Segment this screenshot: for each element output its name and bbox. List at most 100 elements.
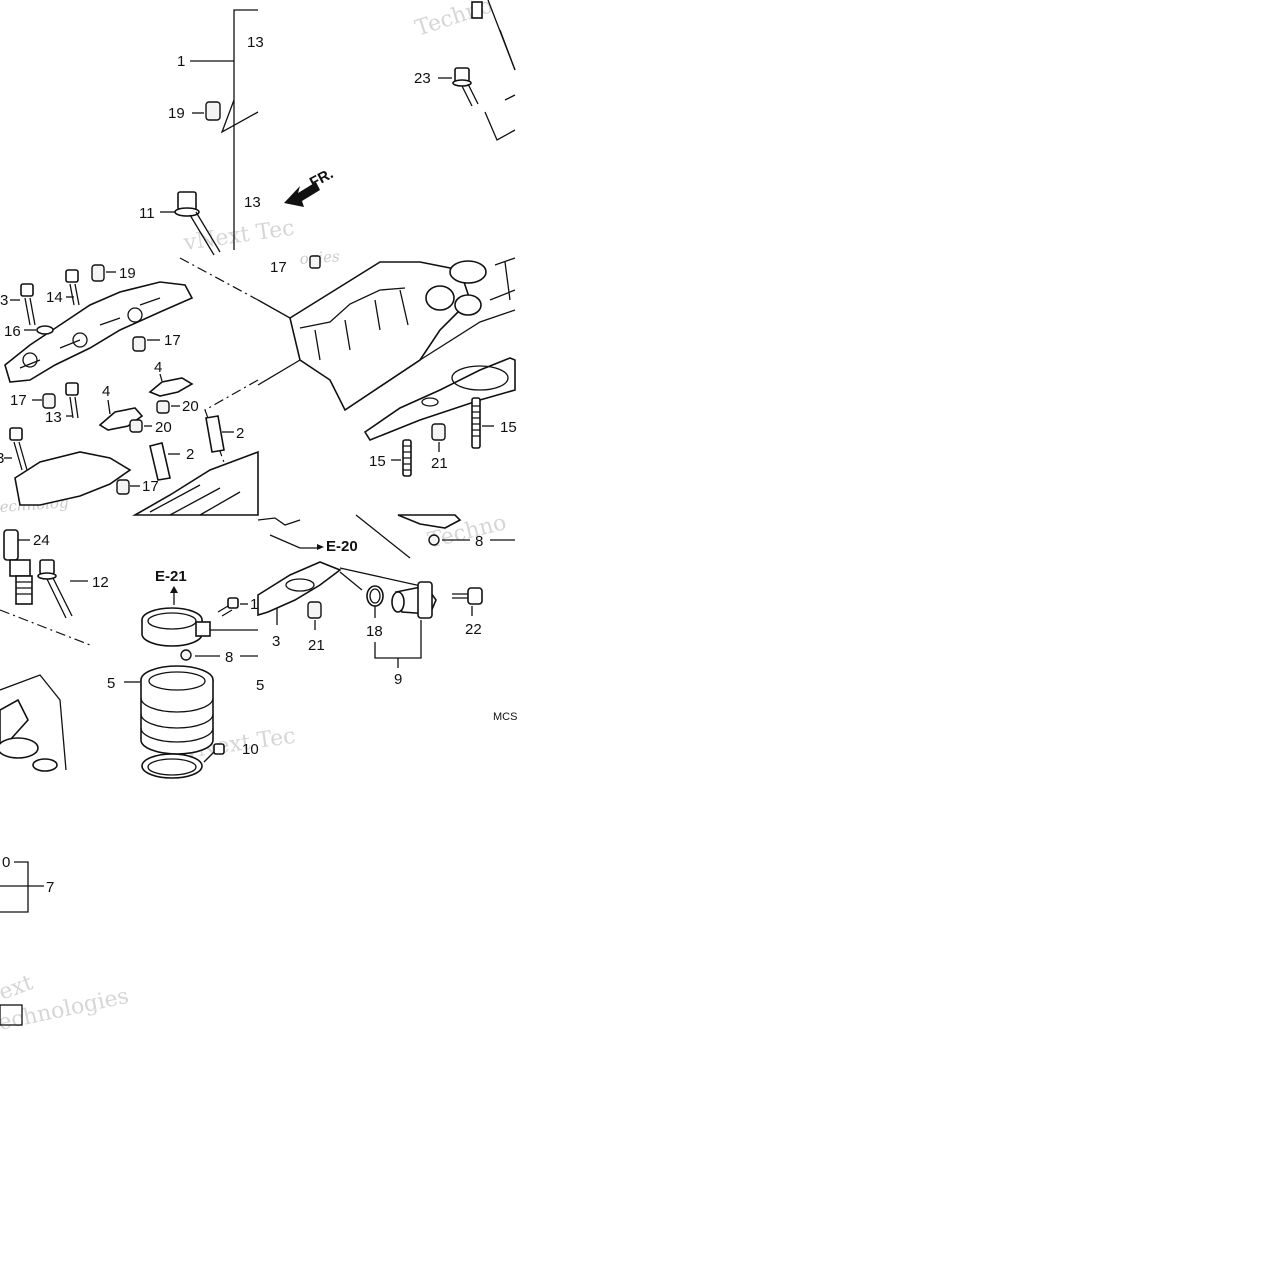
watermark-text: ext	[0, 970, 36, 1005]
tile-top-left: vNext Tec 1 13 19 11 13	[139, 9, 296, 256]
callout-label: 21	[431, 455, 448, 472]
hose-clamp-part	[141, 620, 203, 647]
flange-bolt-part	[65, 382, 79, 419]
clamp-screw-housing	[195, 621, 211, 637]
outline-line	[269, 534, 318, 549]
bolt-part	[471, 1, 483, 19]
callout-label: 11	[139, 205, 155, 222]
callout-label: 24	[33, 532, 50, 549]
gasket-bore	[451, 365, 509, 391]
callout-label: 14	[46, 289, 63, 306]
outline-line	[484, 111, 516, 141]
leader-line	[220, 99, 259, 134]
callout-label: 12	[92, 574, 109, 591]
center-line	[0, 609, 91, 646]
outline-line	[257, 517, 301, 526]
callout-label: 3	[0, 450, 4, 467]
dowel-pin-part	[156, 400, 170, 414]
dowel-pin-part	[116, 479, 130, 495]
washer-part	[36, 325, 54, 335]
callout-label: 17	[10, 392, 27, 409]
callout-label: 20	[155, 419, 172, 436]
sensor-part	[391, 581, 437, 619]
flange-bolt-part	[452, 587, 483, 605]
section-reference: E-21	[155, 568, 187, 585]
dowel-pin-part	[431, 423, 446, 441]
callout-label: 16	[4, 323, 21, 340]
callout-label: 19	[168, 105, 185, 122]
bracket-line	[0, 861, 29, 913]
dowel-pin-part	[91, 264, 105, 282]
callout-label: 17	[164, 332, 181, 349]
tile-mid-left: echnolog 19 3 14	[0, 257, 259, 516]
outline-line	[344, 309, 516, 411]
gasket-hole	[421, 397, 439, 407]
front-direction-arrow-icon	[284, 182, 320, 207]
callout-label: 3	[0, 292, 8, 309]
dowel-pin-part	[307, 601, 322, 619]
stud-bolt-part	[205, 415, 225, 453]
tile-lower-left: 0 7 ext echnologies	[0, 854, 131, 1036]
manifold-part	[0, 698, 29, 746]
callout-label: 5	[107, 675, 115, 692]
head-detail-line	[314, 289, 409, 361]
nut-part	[428, 534, 440, 546]
head-gasket-part	[363, 357, 516, 441]
callout-label: 9	[394, 671, 402, 688]
callout-label: 21	[308, 637, 325, 654]
dowel-pin-part	[205, 101, 221, 121]
callout-label: 13	[45, 409, 62, 426]
manifold-port-part	[0, 737, 39, 759]
bolt-part	[203, 743, 225, 763]
callout-label: 13	[247, 34, 264, 51]
watermark-text: Techno	[412, 0, 496, 42]
callout-label: 15	[500, 419, 517, 436]
flange-bolt-part	[37, 559, 73, 619]
head-detail-line	[149, 484, 241, 516]
callout-label: 0	[2, 854, 10, 871]
callout-label: 22	[465, 621, 482, 638]
head-detail-line	[299, 287, 406, 329]
callout-label: 10	[242, 741, 259, 758]
diagram-code: MCS	[493, 711, 517, 723]
callout-label: 1	[250, 596, 258, 613]
bore-hole	[22, 352, 38, 368]
callout-label: 15	[369, 453, 386, 470]
callout-label: 2	[186, 446, 194, 463]
intake-port-part	[454, 294, 482, 316]
callout-label: 1	[177, 53, 185, 70]
camshaft-holder-part	[4, 281, 194, 383]
intake-port-part	[449, 260, 487, 284]
tile-top-right: Techno 23 FR.	[284, 0, 516, 207]
callout-label: 4	[154, 359, 162, 376]
oil-orifice-plate-part	[148, 377, 194, 397]
dowel-pin-part	[132, 336, 146, 352]
callout-label: 2	[236, 425, 244, 442]
stud-bolt-part	[402, 439, 412, 477]
dowel-pin-part	[129, 419, 143, 433]
callout-label: 23	[414, 70, 431, 87]
dowel-pin-part	[42, 393, 56, 409]
bore-hole	[72, 332, 88, 348]
bolt-part	[217, 597, 239, 617]
spark-plug-part	[3, 529, 33, 605]
holder-detail-line	[19, 297, 161, 369]
center-line	[204, 379, 259, 466]
center-line	[179, 257, 259, 301]
flange-bolt-part	[65, 269, 80, 306]
camshaft-holder-part	[14, 451, 132, 506]
manifold-port-part	[32, 758, 58, 772]
tile-bottom-left: vNext Tec 24 12 E-21	[0, 529, 297, 779]
watermark-text: vNext Tec	[181, 216, 296, 256]
oil-orifice-plate-part	[98, 407, 144, 431]
flange-bolt-part	[174, 191, 221, 256]
arrow-head-icon	[170, 586, 178, 593]
head-detail-line	[489, 257, 516, 301]
o-ring-inner	[369, 588, 381, 604]
outline-line	[257, 359, 301, 386]
arrow-head-icon	[317, 544, 324, 550]
callout-label: 8	[225, 649, 233, 666]
outline-box	[0, 1004, 23, 1026]
tile-mid-right: ogies 17 15 21 15	[257, 247, 517, 477]
outline-line	[504, 94, 516, 101]
